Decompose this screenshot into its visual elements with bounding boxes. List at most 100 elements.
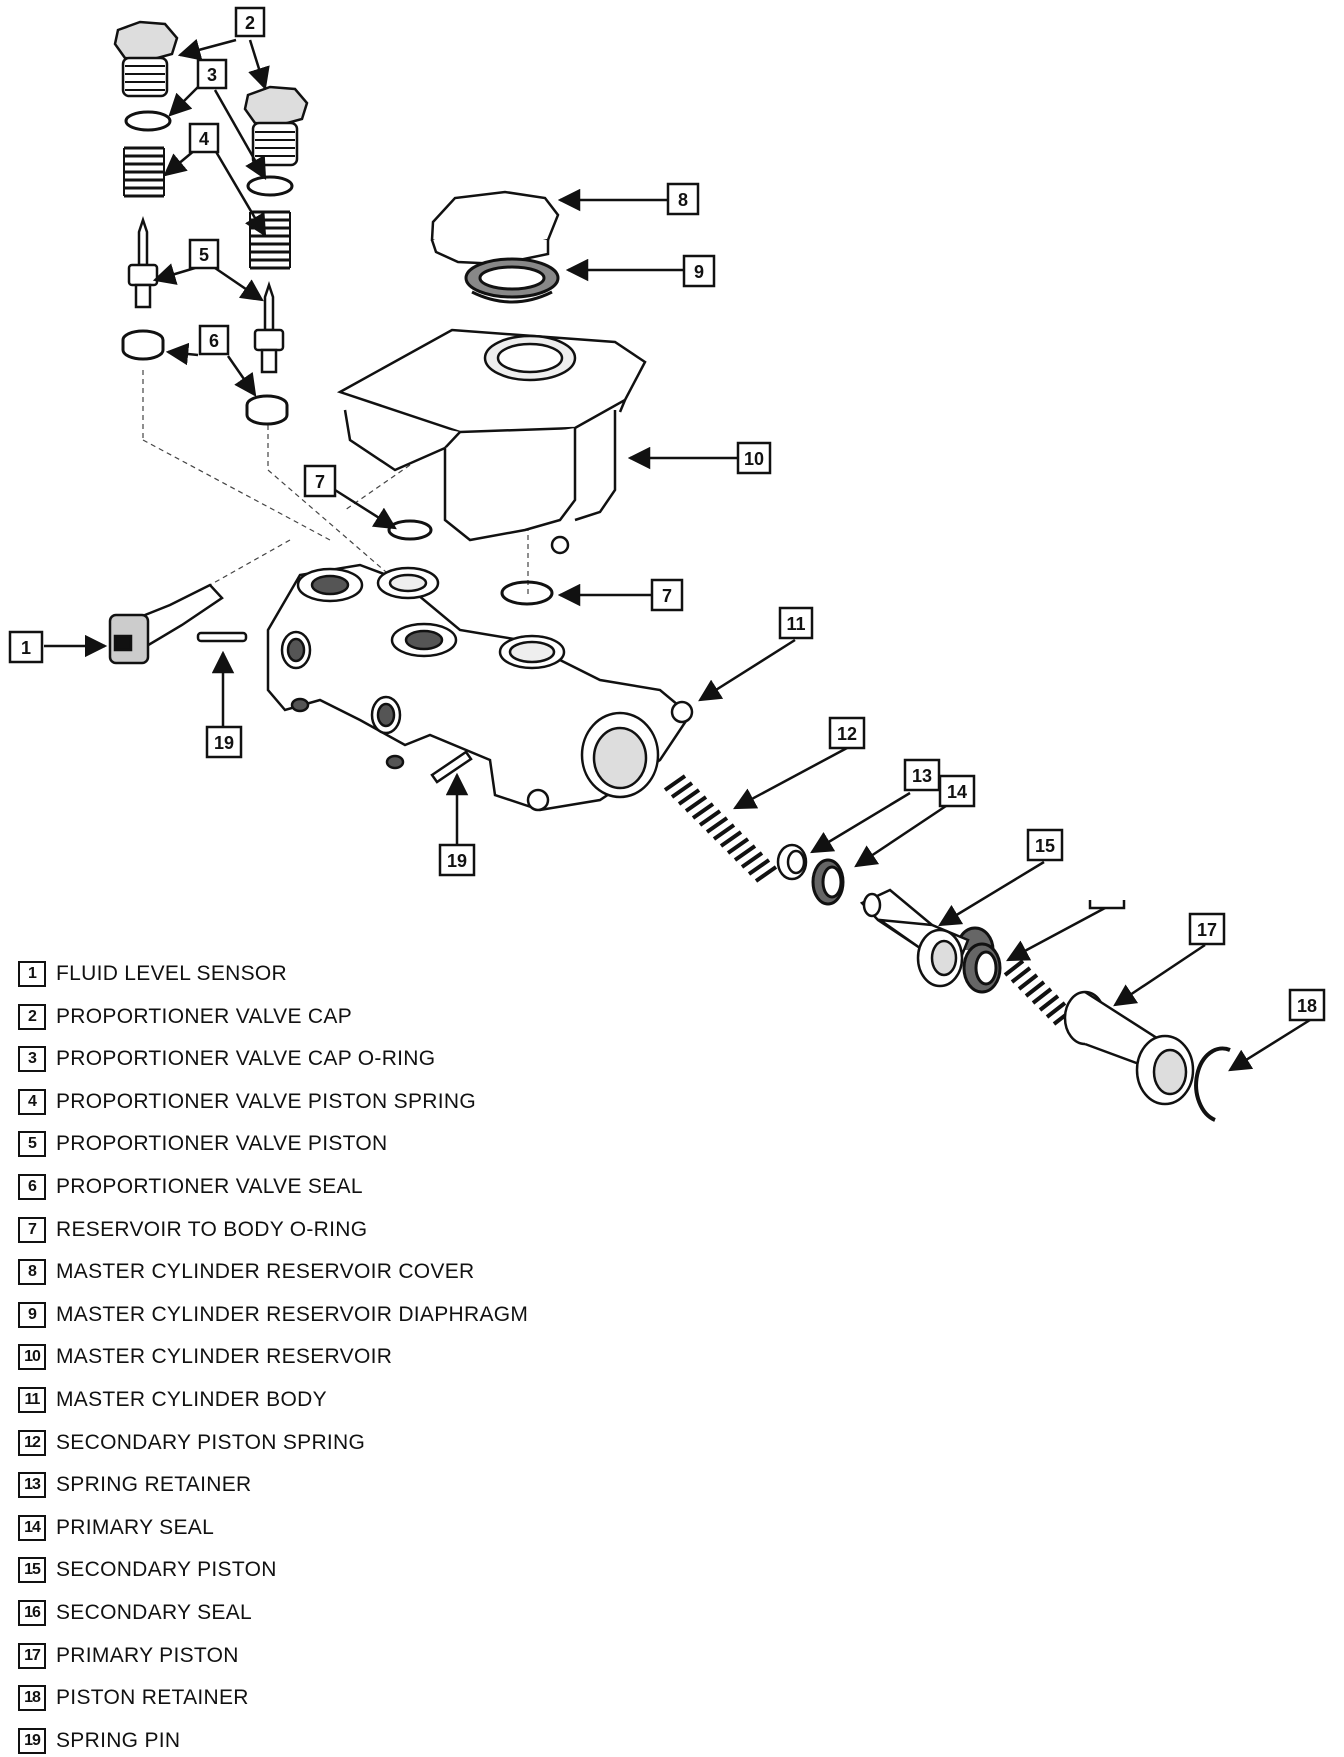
piston-retainer xyxy=(1194,1046,1231,1122)
callout-3: 3 xyxy=(207,65,217,85)
legend-item-label: MASTER CYLINDER BODY xyxy=(56,1388,327,1411)
spring-pin xyxy=(196,631,473,784)
legend-item-label: MASTER CYLINDER RESERVOIR COVER xyxy=(56,1260,475,1284)
master-cylinder-reservoir xyxy=(336,328,647,555)
master-cylinder-reservoir-diaphragm xyxy=(464,257,560,304)
legend-item: 8 MASTER CYLINDER RESERVOIR COVER xyxy=(18,1256,475,1288)
legend-item-number: 12 xyxy=(18,1429,46,1456)
legend-item: 5 PROPORTIONER VALVE PISTON xyxy=(18,1128,388,1160)
legend-item-label: RESERVOIR TO BODY O-RING xyxy=(56,1217,368,1241)
legend-item-number: 16 xyxy=(18,1600,46,1626)
legend-item-number: 11 xyxy=(18,1387,46,1413)
legend-item: 15 SECONDARY PISTON xyxy=(18,1554,277,1586)
legend-item: 14 PRIMARY SEAL xyxy=(18,1512,214,1544)
callout-leaders-lower xyxy=(1006,906,1311,1072)
legend-item-label: MASTER CYLINDER RESERVOIR DIAPHRAGM xyxy=(56,1302,529,1326)
legend-item: 9 MASTER CYLINDER RESERVOIR DIAPHRAGM xyxy=(18,1299,528,1331)
callout-12: 12 xyxy=(837,724,857,744)
legend-item-label: SPRING PIN xyxy=(56,1728,181,1752)
legend-item: 13 SPRING RETAINER xyxy=(18,1469,251,1501)
legend-item-label: MASTER CYLINDER RESERVOIR xyxy=(56,1345,393,1369)
callout-2: 2 xyxy=(245,13,255,33)
proportioner-valve-piston xyxy=(127,216,285,374)
proportioner-valve-seal xyxy=(121,329,289,426)
fluid-level-sensor xyxy=(108,583,224,665)
legend-item-label: PROPORTIONER VALVE CAP O-RING xyxy=(56,1047,436,1071)
legend-item-label: PRIMARY PISTON xyxy=(56,1643,239,1667)
master-cylinder-body xyxy=(266,563,694,812)
legend-item-label: PRIMARY SEAL xyxy=(56,1515,215,1539)
legend-item-label: PROPORTIONER VALVE SEAL xyxy=(56,1175,363,1198)
legend-item-number: 9 xyxy=(18,1301,46,1328)
callout-leaders xyxy=(44,38,1045,927)
callout-15: 15 xyxy=(1035,836,1055,856)
legend-item-number: 8 xyxy=(18,1259,46,1286)
secondary-piston-lower xyxy=(875,918,970,988)
exploded-view-diagram-lower: 16 17 18 xyxy=(875,900,1326,1122)
proportioner-valve-piston-spring xyxy=(123,146,291,270)
callout-9: 9 xyxy=(694,262,704,282)
primary-seal xyxy=(811,858,845,906)
callout-1: 1 xyxy=(21,638,31,658)
legend-item: 3 PROPORTIONER VALVE CAP O-RING xyxy=(18,1043,435,1075)
legend-item-number: 3 xyxy=(18,1046,46,1073)
exploded-view-diagram: 2 3 4 5 6 8 9 10 7 7 1 11 12 13 14 15 19… xyxy=(8,6,1064,950)
legend-item-label: SECONDARY PISTON xyxy=(56,1558,277,1582)
callout-19-left: 19 xyxy=(214,733,234,753)
legend-item: 11 MASTER CYLINDER BODY xyxy=(18,1384,327,1416)
legend-item: 2 PROPORTIONER VALVE CAP xyxy=(18,1001,352,1033)
callout-8: 8 xyxy=(678,190,688,210)
spring-retainer xyxy=(776,843,808,881)
legend-item-number: 6 xyxy=(18,1174,46,1200)
primary-piston xyxy=(1003,959,1195,1106)
legend-item-label: SECONDARY SEAL xyxy=(56,1601,252,1624)
callout-7-top: 7 xyxy=(315,472,325,492)
proportioner-valve-cap-o-ring xyxy=(124,110,294,197)
legend-item: 16 SECONDARY SEAL xyxy=(18,1597,252,1629)
secondary-piston-spring xyxy=(663,774,778,883)
legend-item: 12 SECONDARY PISTON SPRING xyxy=(18,1427,365,1459)
legend-item-number: 18 xyxy=(18,1685,46,1712)
callout-19-center: 19 xyxy=(447,851,467,871)
legend-item-number: 2 xyxy=(18,1003,46,1030)
legend-item-label: PROPORTIONER VALVE PISTON SPRING xyxy=(56,1089,476,1113)
legend-item-number: 15 xyxy=(18,1557,46,1584)
reservoir-to-body-o-ring xyxy=(387,519,554,606)
legend-item-number: 14 xyxy=(18,1514,46,1541)
legend-item-label: SECONDARY PISTON SPRING xyxy=(56,1430,366,1454)
legend-item: 7 RESERVOIR TO BODY O-RING xyxy=(18,1214,367,1246)
callout-16: 16 xyxy=(1097,900,1117,904)
callout-11: 11 xyxy=(786,614,805,634)
legend-item: 10 MASTER CYLINDER RESERVOIR xyxy=(18,1341,392,1373)
legend-item-number: 10 xyxy=(18,1344,46,1371)
callout-18: 18 xyxy=(1297,996,1317,1016)
legend-item: 6 PROPORTIONER VALVE SEAL xyxy=(18,1171,363,1203)
callout-6: 6 xyxy=(209,331,219,351)
legend-item-number: 5 xyxy=(18,1131,46,1158)
callout-14: 14 xyxy=(947,782,967,802)
legend-item-number: 13 xyxy=(18,1472,46,1499)
legend-item: 4 PROPORTIONER VALVE PISTON SPRING xyxy=(18,1086,476,1118)
callout-17: 17 xyxy=(1197,920,1217,940)
master-cylinder-reservoir-cover xyxy=(430,190,560,266)
legend-item-number: 17 xyxy=(18,1642,46,1669)
legend-item-number: 7 xyxy=(18,1216,46,1243)
legend-item-number: 1 xyxy=(18,961,46,987)
legend-item: 17 PRIMARY PISTON xyxy=(18,1640,239,1672)
legend-item-label: SPRING RETAINER xyxy=(56,1473,252,1497)
legend-item-label: PISTON RETAINER xyxy=(56,1686,249,1710)
secondary-seal-lower xyxy=(962,942,1002,994)
legend-item: 18 PISTON RETAINER xyxy=(18,1682,249,1714)
legend-item-label: PROPORTIONER VALVE PISTON xyxy=(56,1132,388,1156)
callout-10: 10 xyxy=(744,449,764,469)
callout-7-bottom: 7 xyxy=(662,586,672,606)
legend-item-label: PROPORTIONER VALVE CAP xyxy=(56,1004,353,1028)
callout-5: 5 xyxy=(199,245,209,265)
proportioner-valve-cap xyxy=(113,20,309,167)
legend-item-label: FLUID LEVEL SENSOR xyxy=(56,962,288,985)
callout-13: 13 xyxy=(912,766,932,786)
legend-item-number: 4 xyxy=(18,1088,46,1115)
legend-item: 1 FLUID LEVEL SENSOR xyxy=(18,958,287,990)
callout-4: 4 xyxy=(199,129,209,149)
